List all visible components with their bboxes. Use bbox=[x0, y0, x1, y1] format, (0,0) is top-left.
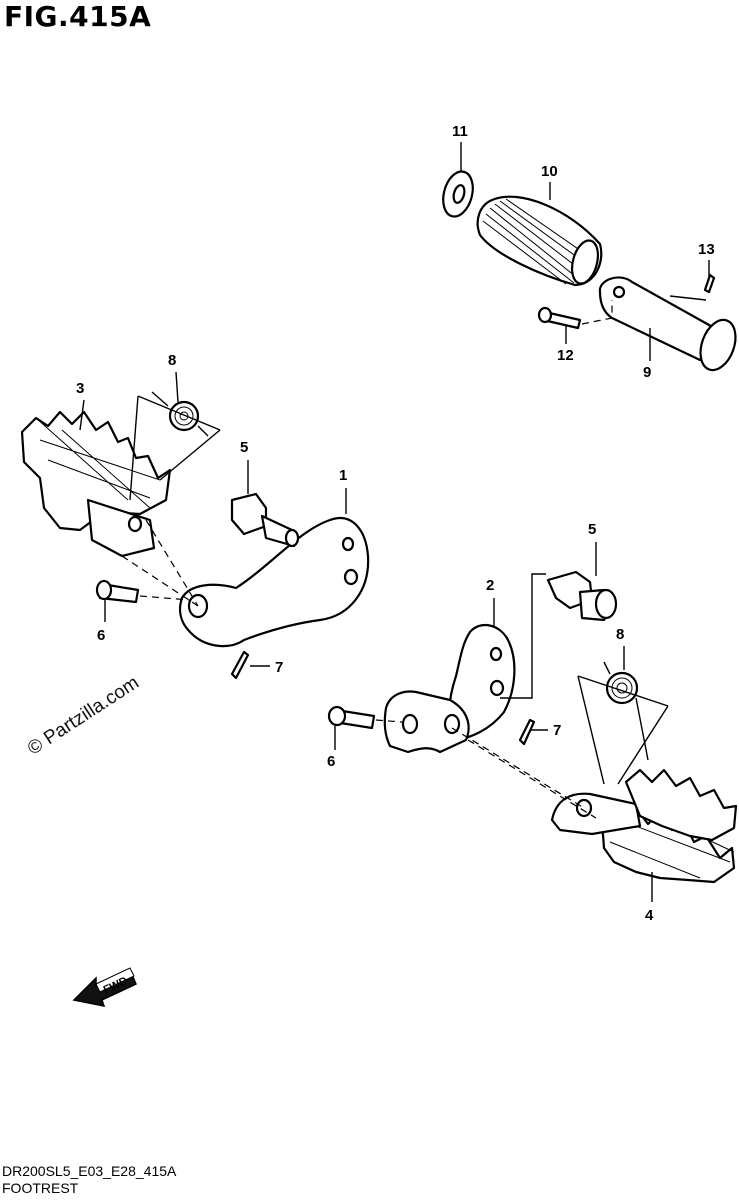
footrest-peg-part-3[interactable] bbox=[20, 410, 172, 558]
callout-11: 11 bbox=[452, 123, 468, 140]
cotter-pin-part-13[interactable] bbox=[703, 273, 716, 294]
callout-2: 2 bbox=[486, 577, 494, 594]
callout-3: 3 bbox=[76, 380, 84, 397]
spring-part-8-right[interactable] bbox=[603, 661, 649, 761]
bracket-part-2[interactable] bbox=[448, 623, 516, 742]
callout-6-right: 6 bbox=[327, 753, 335, 770]
callout-7-left: 7 bbox=[275, 659, 283, 676]
callout-1: 1 bbox=[339, 467, 347, 484]
figure-code: DR200SL5_E03_E28_415A bbox=[2, 1163, 177, 1179]
forward-direction-arrow-icon: FWD bbox=[72, 967, 137, 1007]
callout-9: 9 bbox=[643, 364, 651, 381]
cotter-pin-part-7-left[interactable] bbox=[230, 650, 250, 680]
footrest-peg-part-4[interactable] bbox=[550, 768, 738, 884]
cotter-pin-part-7-right[interactable] bbox=[518, 718, 536, 746]
callout-12: 12 bbox=[557, 347, 574, 364]
bracket-part-1[interactable] bbox=[179, 517, 370, 648]
callout-13: 13 bbox=[698, 241, 715, 258]
callout-5-right: 5 bbox=[588, 521, 596, 538]
callout-4: 4 bbox=[645, 907, 654, 924]
callout-8-right: 8 bbox=[616, 626, 624, 643]
callout-7-right: 7 bbox=[553, 722, 561, 739]
bolt-part-6-right[interactable] bbox=[327, 705, 376, 730]
grip-rubber-part-10[interactable] bbox=[476, 195, 603, 287]
bolt-part-5-right[interactable] bbox=[546, 570, 618, 622]
bolt-part-5-left[interactable] bbox=[230, 492, 300, 548]
callout-5-left: 5 bbox=[240, 439, 248, 456]
bolt-part-6-left[interactable] bbox=[95, 579, 140, 604]
footrest-bar-part-9[interactable] bbox=[598, 276, 739, 374]
pin-part-12[interactable] bbox=[537, 306, 582, 330]
callout-10: 10 bbox=[541, 163, 558, 180]
washer-part-11[interactable] bbox=[439, 168, 478, 220]
callout-6-left: 6 bbox=[97, 627, 105, 644]
callout-8-left: 8 bbox=[168, 352, 176, 369]
figure-title: FIG.415A bbox=[4, 0, 152, 33]
bracket-base-part-2[interactable] bbox=[383, 690, 470, 754]
figure-name: FOOTREST bbox=[2, 1180, 79, 1196]
